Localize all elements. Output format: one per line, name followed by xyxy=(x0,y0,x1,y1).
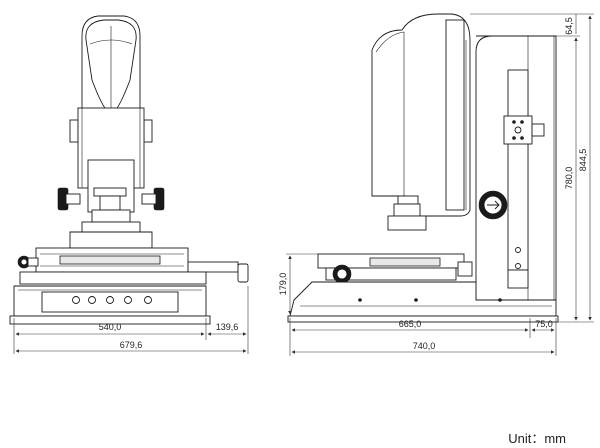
side-base-depth-label: 665,0 xyxy=(399,319,422,329)
side-base xyxy=(287,281,559,323)
side-rear-ext-label: 75,0 xyxy=(535,319,553,329)
side-hood xyxy=(371,13,471,217)
side-column-height-label: 780,0 xyxy=(564,167,574,190)
side-dimensions: 665,0 75,0 740,0 179,0 780,0 844,5 64,5 xyxy=(278,13,594,356)
front-total-width-label: 679,6 xyxy=(120,340,143,350)
side-stage-height-label: 179,0 xyxy=(278,273,288,296)
side-top-offset-label: 64,5 xyxy=(564,17,574,35)
side-focus-knob xyxy=(478,190,508,220)
front-view: 540,0 139,6 679,6 xyxy=(9,15,249,354)
front-column xyxy=(57,107,165,249)
side-total-height-label: 844,5 xyxy=(578,149,588,172)
side-lens xyxy=(387,195,427,231)
front-handle-ext-label: 139,6 xyxy=(216,322,239,332)
front-base xyxy=(9,285,211,325)
unit-label: Unit：mm xyxy=(508,431,566,446)
side-total-depth-label: 740,0 xyxy=(413,341,436,351)
side-column xyxy=(475,35,557,301)
side-stage xyxy=(317,253,473,284)
front-base-width-label: 540,0 xyxy=(99,322,122,332)
front-dimensions: 540,0 139,6 679,6 xyxy=(13,286,249,354)
front-stage xyxy=(17,247,249,285)
side-view: 665,0 75,0 740,0 179,0 780,0 844,5 64,5 xyxy=(278,13,594,356)
front-head xyxy=(69,15,153,143)
